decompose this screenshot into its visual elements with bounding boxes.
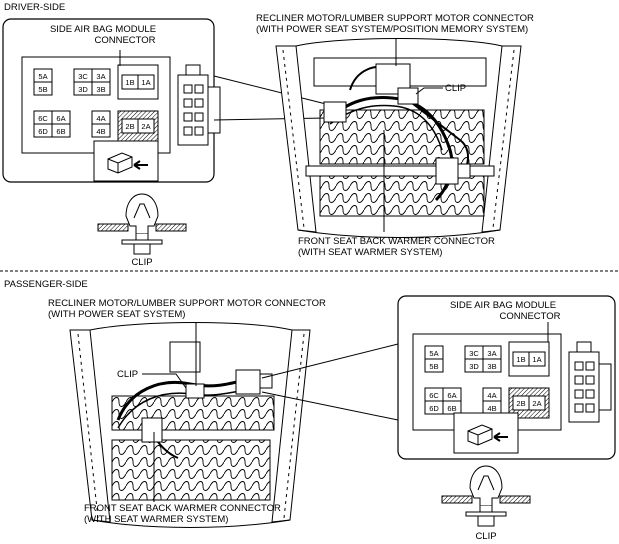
- passenger-recliner-label-line1: RECLINER MOTOR/LUMBER SUPPORT MOTOR CONN…: [48, 298, 326, 309]
- driver-clip-leader: [415, 87, 443, 95]
- driver-seat-airbag-connector: [323, 101, 347, 123]
- passenger-warmer-connector: [141, 417, 163, 443]
- driver-warmer-label-line1: FRONT SEAT BACK WARMER CONNECTOR: [298, 236, 495, 247]
- passenger-warmer-label-line2: (WITH SEAT WARMER SYSTEM): [84, 514, 229, 525]
- driver-clip-label: CLIP: [445, 83, 467, 94]
- passenger-clip-detail-drawing: [441, 465, 531, 527]
- passenger-recliner-connector: [169, 341, 201, 373]
- driver-callout-pointer-bottom: [213, 117, 327, 121]
- passenger-callout-pointer-top: [261, 343, 399, 379]
- passenger-callout-pointer-bottom: [261, 391, 399, 421]
- driver-warmer-label-line2: (WITH SEAT WARMER SYSTEM): [298, 247, 443, 258]
- driver-callout-pointer-top: [213, 75, 327, 105]
- passenger-connector-thumbnail: [453, 412, 519, 454]
- passenger-airbag-label-line2: CONNECTOR: [499, 311, 561, 322]
- driver-clip-detail-drawing: [97, 193, 187, 255]
- passenger-side-heading: PASSENGER-SIDE: [4, 279, 88, 290]
- passenger-clip-detail-label: CLIP: [475, 531, 497, 542]
- passenger-airbag-label-line1: SIDE AIR BAG MODULE: [449, 300, 557, 311]
- driver-airbag-connector-face: [21, 56, 221, 154]
- passenger-side-section: [69, 295, 616, 528]
- driver-side-heading: DRIVER-SIDE: [4, 2, 66, 13]
- driver-airbag-label-line1: SIDE AIR BAG MODULE: [49, 24, 157, 35]
- passenger-warmer-label-line1: FRONT SEAT BACK WARMER CONNECTOR: [84, 503, 281, 514]
- driver-side-section: [2, 18, 522, 255]
- driver-recliner-label-line1: RECLINER MOTOR/LUMBER SUPPORT MOTOR CONN…: [256, 13, 534, 24]
- passenger-recliner-label-line2: (WITH POWER SEAT SYSTEM): [48, 309, 186, 320]
- driver-clip-detail-label: CLIP: [131, 257, 153, 268]
- passenger-seat-airbag-connector: [235, 369, 273, 395]
- driver-seat-clip: [397, 87, 419, 105]
- driver-connector-thumbnail: [93, 140, 159, 182]
- passenger-clip-leader: [142, 373, 187, 389]
- driver-warmer-connector: [435, 157, 471, 185]
- driver-airbag-label-line2: CONNECTOR: [94, 35, 156, 46]
- passenger-clip-label: CLIP: [117, 369, 139, 380]
- driver-seat-back-frame: [275, 38, 522, 238]
- passenger-seat-clip: [185, 383, 205, 399]
- driver-recliner-label-line2: (WITH POWER SEAT SYSTEM/POSITION MEMORY …: [256, 24, 529, 35]
- passenger-seat-back-frame: [69, 322, 311, 528]
